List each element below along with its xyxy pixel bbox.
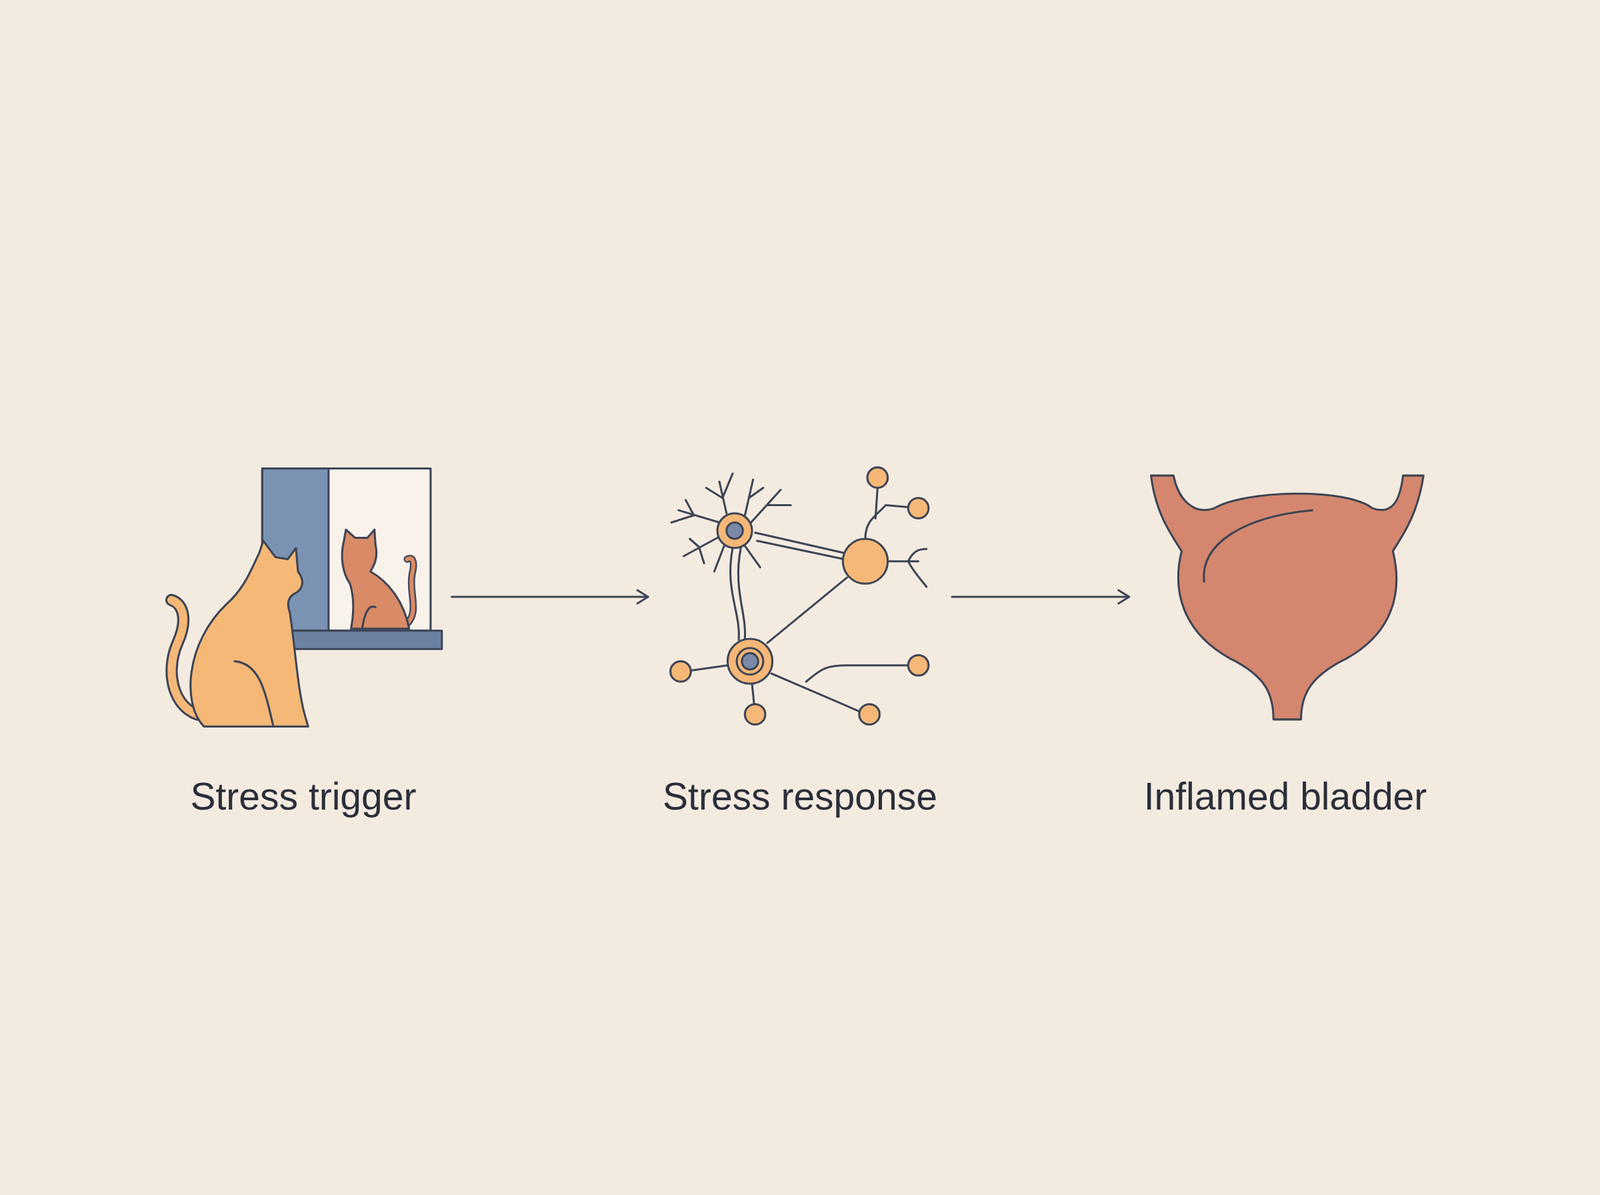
node-label: Stress trigger	[190, 772, 417, 820]
icon-node: Inflamed bladder	[1136, 460, 1436, 820]
outside-cat	[342, 529, 414, 628]
icon-node: Stress response	[654, 460, 946, 820]
icon-node: Stress trigger	[162, 460, 446, 820]
node-label: Inflamed bladder	[1144, 772, 1428, 820]
neuron-network	[670, 467, 929, 725]
flow-arrow	[452, 596, 649, 598]
node-label: Stress response	[662, 772, 938, 820]
flow-arrow	[952, 596, 1130, 598]
indoor-cat	[171, 540, 308, 727]
bladder-organ	[1151, 475, 1424, 720]
